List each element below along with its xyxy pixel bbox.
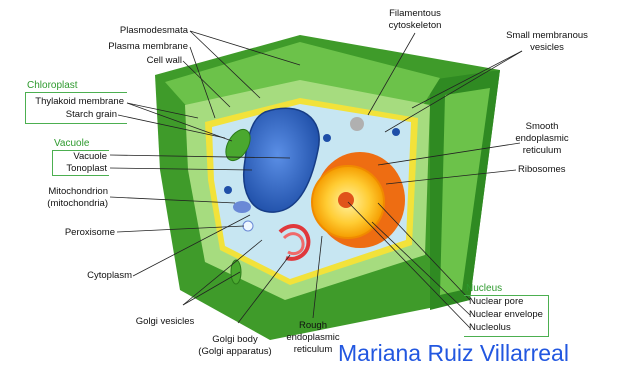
label-golgi-body: Golgi body [185,334,285,345]
label-tonoplast: Tonoplast [66,163,107,174]
group-chloroplast-title: Chloroplast [27,80,78,91]
label-smooth-er-1: Smooth [502,121,582,132]
label-small-vesicles-2: vesicles [492,42,602,53]
group-nucleus-title: Nucleus [466,283,502,294]
group-vacuole-title: Vacuole [54,138,89,149]
label-peroxisome: Peroxisome [65,227,115,238]
label-filamentous: Filamentous [375,8,455,19]
peroxisome-shape [243,221,253,231]
label-smooth-er-3: reticulum [502,145,582,156]
label-golgi-apparatus: (Golgi apparatus) [185,346,285,357]
label-mitochondria: (mitochondria) [47,198,108,209]
label-cytoplasm: Cytoplasm [87,270,132,281]
label-nucleolus: Nucleolus [469,322,511,333]
label-rough-er-1: Rough [278,320,348,331]
label-plasmodesmata: Plasmodesmata [120,25,188,36]
label-smooth-er-2: endoplasmic [502,133,582,144]
label-nuclear-pore: Nuclear pore [469,296,523,307]
mitochondrion-shape [233,201,251,213]
label-nuclear-envelope: Nuclear envelope [469,309,543,320]
label-small-vesicles-1: Small membranous [492,30,602,41]
label-starch-grain: Starch grain [66,109,117,120]
label-thylakoid-membrane: Thylakoid membrane [35,96,124,107]
vesicle-shape-2 [392,128,400,136]
author-credit: Mariana Ruiz Villarreal [338,340,569,367]
vesicle-shape-3 [224,186,232,194]
label-vacuole: Vacuole [73,151,107,162]
starch-shape [350,117,364,131]
label-plasma-membrane: Plasma membrane [108,41,188,52]
label-ribosomes: Ribosomes [518,164,566,175]
label-cell-wall: Cell wall [147,55,182,66]
vesicle-shape [323,134,331,142]
label-cytoskeleton: cytoskeleton [375,20,455,31]
label-golgi-vesicles: Golgi vesicles [125,316,205,327]
label-mitochondrion: Mitochondrion [48,186,108,197]
